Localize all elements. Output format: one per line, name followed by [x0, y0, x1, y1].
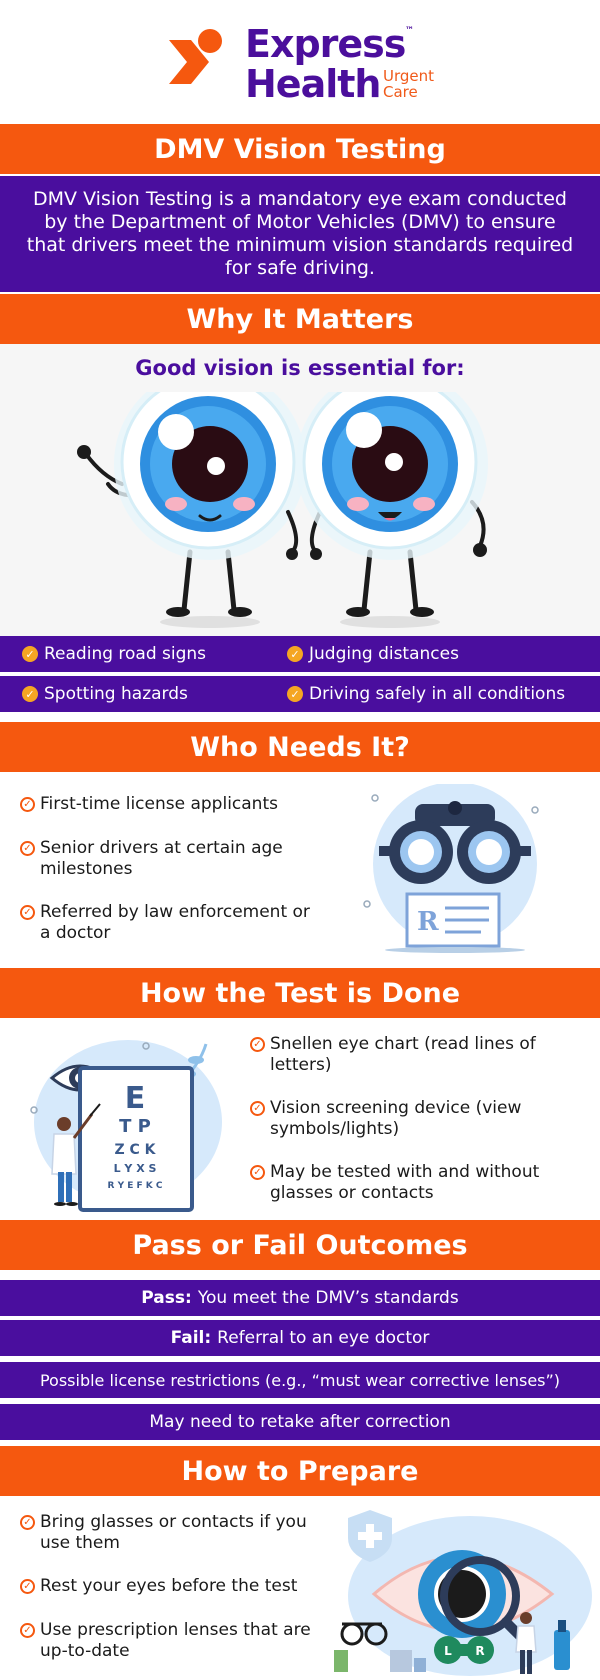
how-item: ✓ May be tested with and without glasses… [250, 1162, 570, 1204]
who-item: ✓ Senior drivers at certain age mileston… [20, 838, 310, 880]
check-icon: ✓ [20, 797, 35, 812]
retake-text: May need to retake after correction [149, 1412, 451, 1432]
logo: Express ™ Health Urgent Care [0, 0, 600, 124]
check-icon: ✓ [250, 1165, 265, 1180]
intro-text: DMV Vision Testing is a mandatory eye ex… [0, 176, 600, 292]
svg-text:R: R [475, 1644, 484, 1658]
how-item-label: Snellen eye chart (read lines of letters… [270, 1034, 536, 1075]
fail-text: Referral to an eye doctor [217, 1328, 430, 1348]
how-item-label: Vision screening device (view symbols/li… [270, 1098, 522, 1139]
how-item-label: May be tested with and without glasses o… [270, 1162, 540, 1203]
who-item: ✓ First-time license applicants [20, 794, 310, 815]
benefit-label: Driving safely in all conditions [309, 684, 566, 704]
outcome-restrictions: Possible license restrictions (e.g., “mu… [0, 1362, 600, 1398]
how-item: ✓ Vision screening device (view symbols/… [250, 1098, 570, 1140]
contact-lens-case-icon: L R [434, 1636, 494, 1664]
svg-text:L: L [444, 1644, 452, 1658]
check-icon: ✓ [287, 686, 303, 702]
benefit-item: ✓ Driving safely in all conditions [287, 676, 565, 712]
who-item-label: Senior drivers at certain age milestones [40, 838, 283, 879]
fail-label: Fail: [170, 1328, 212, 1348]
rx-card-icon: R [405, 892, 501, 948]
svg-text:R Y E F K C: R Y E F K C [108, 1181, 163, 1191]
section-title-outcomes: Pass or Fail Outcomes [0, 1220, 600, 1270]
logo-line1: Express [245, 22, 406, 66]
who-item-label: First-time license applicants [40, 794, 278, 814]
benefit-item: ✓ Reading road signs [22, 636, 206, 672]
outcome-pass: Pass: You meet the DMV’s standards [0, 1280, 600, 1316]
phoropter-icon: R [363, 784, 539, 953]
how-item: ✓ Snellen eye chart (read lines of lette… [250, 1034, 570, 1076]
benefit-label: Spotting hazards [44, 684, 188, 704]
who-item: ✓ Referred by law enforcement or a docto… [20, 902, 310, 944]
prepare-item-label: Rest your eyes before the test [40, 1576, 298, 1596]
logo-line2: Health [245, 62, 381, 106]
prepare-item: ✓ Bring glasses or contacts if you use t… [20, 1512, 330, 1554]
svg-text:Z C K: Z C K [114, 1142, 156, 1158]
check-icon: ✓ [22, 686, 38, 702]
svg-text:R: R [417, 907, 439, 937]
doctor-icon [515, 1612, 537, 1674]
benefit-row-1: ✓ Reading road signs ✓ Judging distances [0, 636, 600, 672]
eye-chart-icon: E T P Z C K L Y X S R Y E F K C [30, 1040, 222, 1212]
check-icon: ✓ [20, 1623, 35, 1638]
pass-text: You meet the DMV’s standards [197, 1288, 459, 1308]
section-title-who: Who Needs It? [0, 722, 600, 772]
who-item-label: Referred by law enforcement or a doctor [40, 902, 310, 943]
check-icon: ✓ [250, 1101, 265, 1116]
doctor-icon [51, 1103, 101, 1206]
section-title-how: How the Test is Done [0, 968, 600, 1018]
outcome-fail: Fail: Referral to an eye doctor [0, 1320, 600, 1356]
check-icon: ✓ [250, 1037, 265, 1052]
restrictions-text: Possible license restrictions (e.g., “mu… [39, 1370, 561, 1390]
page-title: DMV Vision Testing [0, 124, 600, 174]
svg-text:L Y X S: L Y X S [114, 1162, 157, 1175]
check-icon: ✓ [20, 905, 35, 920]
benefit-label: Judging distances [309, 644, 459, 664]
prepare-item: ✓ Use prescription lenses that are up-to… [20, 1620, 330, 1662]
check-icon: ✓ [20, 1515, 35, 1530]
benefit-row-2: ✓ Spotting hazards ✓ Driving safely in a… [0, 676, 600, 712]
prepare-item-label: Bring glasses or contacts if you use the… [40, 1512, 307, 1553]
prepare-item: ✓ Rest your eyes before the test [20, 1576, 330, 1597]
prepare-item-label: Use prescription lenses that are up-to-d… [40, 1620, 311, 1661]
shield-cross-icon [348, 1510, 392, 1562]
why-subtitle: Good vision is essential for: [135, 356, 465, 380]
magnifier-eye-icon: L R [334, 1510, 592, 1676]
check-icon: ✓ [20, 841, 35, 856]
benefit-label: Reading road signs [44, 644, 207, 664]
trademark: ™ [405, 26, 414, 36]
logo-tagline2: Care [383, 83, 418, 101]
pass-label: Pass: [141, 1288, 192, 1308]
benefit-item: ✓ Spotting hazards [22, 676, 188, 712]
logo-mark [169, 29, 222, 84]
section-title-prepare: How to Prepare [0, 1446, 600, 1496]
svg-text:E: E [125, 1081, 146, 1116]
check-icon: ✓ [22, 646, 38, 662]
check-icon: ✓ [287, 646, 303, 662]
section-title-why: Why It Matters [0, 294, 600, 344]
logo-tagline1: Urgent [383, 67, 435, 85]
check-icon: ✓ [20, 1579, 35, 1594]
outcome-retake: May need to retake after correction [0, 1404, 600, 1440]
eyedrop-icon [554, 1620, 570, 1670]
svg-text:T P: T P [119, 1116, 151, 1137]
eye-character-icon [77, 392, 488, 628]
benefit-item: ✓ Judging distances [287, 636, 459, 672]
